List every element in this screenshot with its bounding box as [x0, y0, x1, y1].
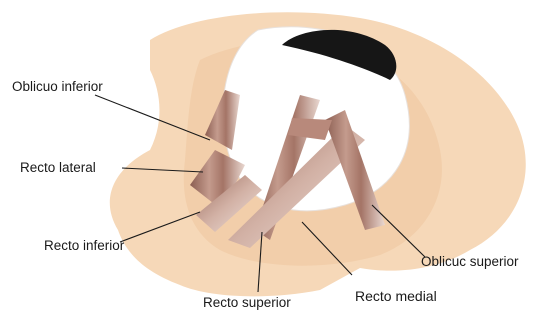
label-oblicuo-inferior: Oblicuo inferior: [12, 80, 103, 94]
label-oblicuo-superior: Oblicuc superior: [421, 255, 519, 269]
label-recto-inferior: Recto inferior: [44, 239, 124, 253]
label-recto-medial: Recto medial: [355, 289, 437, 303]
label-recto-lateral: Recto lateral: [20, 161, 96, 175]
label-recto-superior: Recto superior: [203, 296, 291, 310]
